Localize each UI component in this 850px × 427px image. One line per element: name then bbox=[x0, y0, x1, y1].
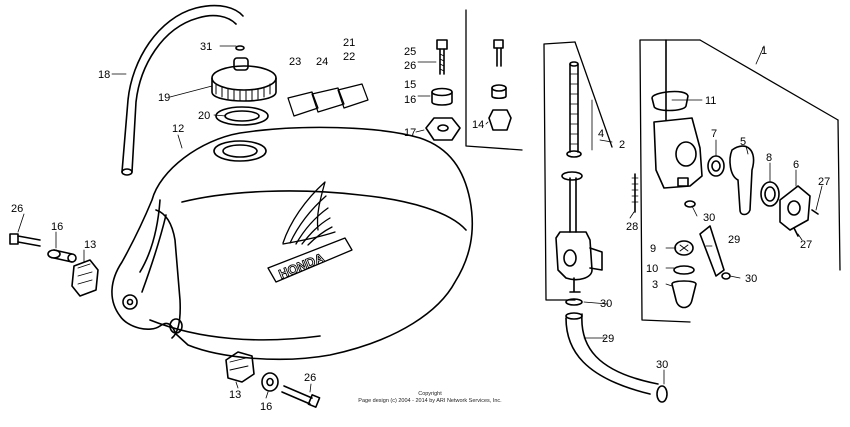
bottom-mount-rubber bbox=[225, 351, 255, 383]
packing-7 bbox=[707, 155, 725, 177]
callout-16-mid: 16 bbox=[404, 94, 416, 106]
left-mount-bolt bbox=[9, 233, 41, 247]
callout-20: 20 bbox=[198, 110, 210, 122]
callout-23: 23 bbox=[289, 56, 301, 68]
hose-29-upper bbox=[699, 225, 725, 277]
callout-30-d: 30 bbox=[656, 359, 668, 371]
copyright-title: Copyright bbox=[418, 391, 442, 397]
fuel-hose bbox=[565, 312, 659, 395]
callout-12: 12 bbox=[172, 123, 184, 135]
callout-10: 10 bbox=[646, 263, 658, 275]
fuel-strainer-screen bbox=[566, 61, 582, 158]
cock-body-right bbox=[653, 117, 703, 189]
callout-26-bottom: 26 bbox=[304, 372, 316, 384]
mount-bolt bbox=[436, 39, 448, 75]
screw-27 bbox=[793, 209, 819, 237]
callout-4: 4 bbox=[598, 128, 604, 140]
callout-labels: 1 2 3 4 5 6 7 8 9 10 11 12 13 13 14 15 1… bbox=[11, 37, 830, 413]
gasket-8 bbox=[760, 181, 780, 207]
hose-clip bbox=[565, 298, 668, 403]
callout-30-a: 30 bbox=[703, 212, 715, 224]
mount-rubber bbox=[425, 117, 461, 141]
callout-3: 3 bbox=[652, 279, 658, 291]
bottom-collar-washer bbox=[261, 372, 279, 392]
upper-collar bbox=[491, 84, 507, 100]
callout-13-left: 13 bbox=[84, 239, 96, 251]
callout-29-right: 29 bbox=[728, 234, 740, 246]
callout-6: 6 bbox=[793, 159, 799, 171]
callout-9: 9 bbox=[650, 243, 656, 255]
breather-hose bbox=[121, 4, 244, 176]
callout-29-bottom: 29 bbox=[602, 333, 614, 345]
cock-lever bbox=[651, 39, 689, 121]
left-group-bracket bbox=[465, 9, 523, 151]
callout-1: 1 bbox=[761, 45, 767, 57]
bottom-mount-bolt bbox=[281, 385, 321, 408]
callout-2: 2 bbox=[619, 139, 625, 151]
callout-28: 28 bbox=[626, 221, 638, 233]
lever-5 bbox=[729, 145, 755, 216]
upper-rubber bbox=[488, 109, 512, 131]
callout-27-upper: 27 bbox=[818, 176, 830, 188]
screw-28 bbox=[631, 173, 639, 213]
callout-16-left: 16 bbox=[51, 221, 63, 233]
right-group-bracket bbox=[639, 39, 841, 323]
callout-17: 17 bbox=[404, 127, 416, 139]
callout-21: 21 bbox=[343, 37, 355, 49]
left-collar-washer bbox=[47, 249, 77, 263]
callout-5: 5 bbox=[740, 136, 746, 148]
leader-lines bbox=[17, 45, 823, 399]
callout-19: 19 bbox=[158, 92, 170, 104]
callout-15: 15 bbox=[404, 79, 416, 91]
copyright-page-design: Page design (c) 2004 - 2014 by ARI Netwo… bbox=[358, 398, 502, 404]
callout-14: 14 bbox=[472, 119, 484, 131]
callout-30-b: 30 bbox=[745, 273, 757, 285]
fuel-cock-body bbox=[555, 171, 603, 293]
callout-7: 7 bbox=[711, 128, 717, 140]
left-mount-rubber bbox=[71, 259, 99, 297]
sediment-cup bbox=[671, 240, 697, 309]
upper-bolt bbox=[493, 39, 504, 67]
callout-16-bottom: 16 bbox=[260, 401, 272, 413]
callout-18: 18 bbox=[98, 69, 110, 81]
fuel-cap bbox=[211, 45, 277, 102]
honda-wing-emblem bbox=[267, 181, 353, 283]
callout-24: 24 bbox=[316, 56, 328, 68]
callout-31: 31 bbox=[200, 41, 212, 53]
callout-27-lower: 27 bbox=[800, 239, 812, 251]
collar-washer bbox=[431, 87, 453, 106]
callout-26-left: 26 bbox=[11, 203, 23, 215]
callout-8: 8 bbox=[766, 152, 772, 164]
tank-stripe-set bbox=[287, 83, 369, 117]
callout-25: 25 bbox=[404, 46, 416, 58]
callout-22: 22 bbox=[343, 51, 355, 63]
copyright-notice: Copyright Page design (c) 2004 - 2014 by… bbox=[330, 391, 530, 405]
callout-26-mid: 26 bbox=[404, 60, 416, 72]
callout-13-bottom: 13 bbox=[229, 389, 241, 401]
plate-6 bbox=[779, 185, 811, 231]
cock-assembly-bracket bbox=[543, 41, 613, 301]
callout-11: 11 bbox=[705, 95, 716, 107]
fuel-tank bbox=[111, 126, 474, 361]
callout-30-c: 30 bbox=[600, 298, 612, 310]
